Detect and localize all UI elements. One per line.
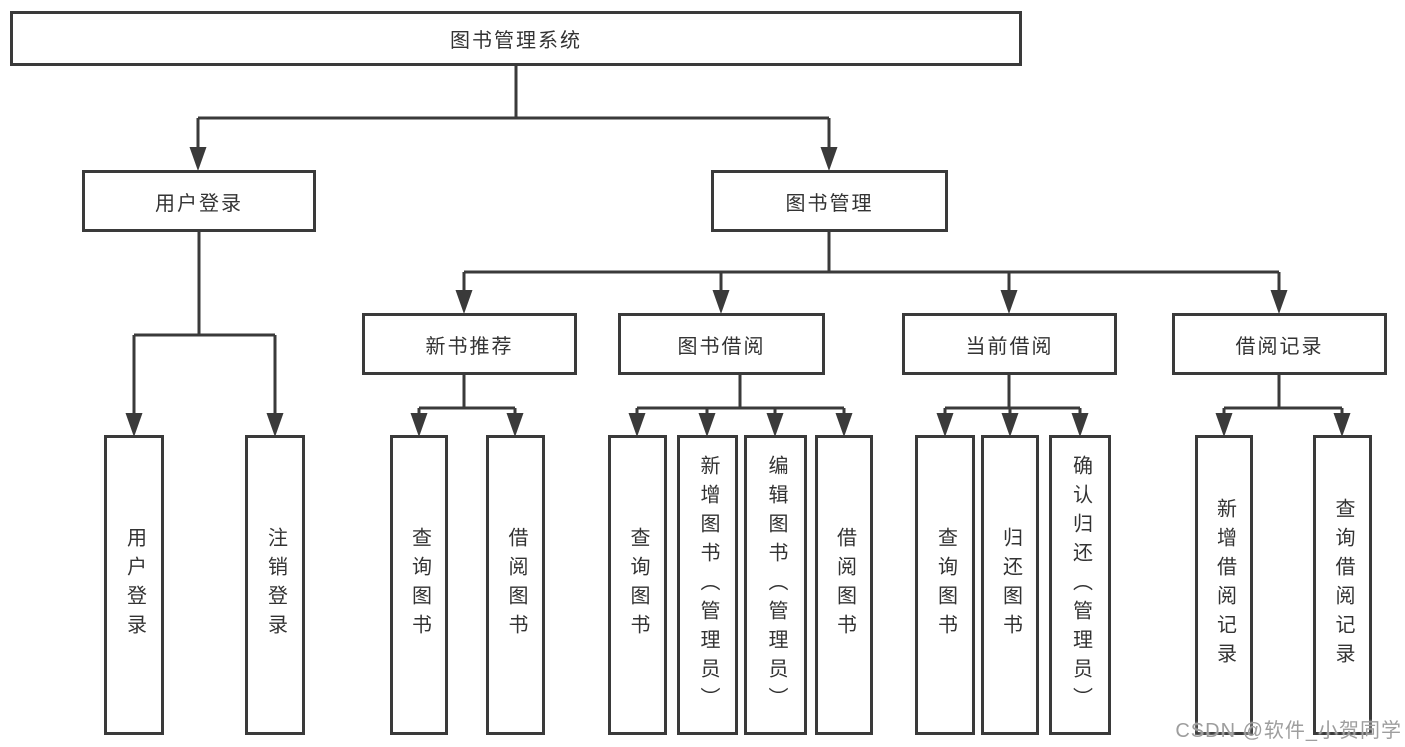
watermark: CSDN @软件_小贺同学 — [1175, 720, 1402, 742]
leaf-add-book-admin: 新增图书（管理员） — [677, 435, 738, 735]
leaf-query-books-current-label: 查询图书 — [934, 527, 957, 643]
node-current-borrowing-label: 当前借阅 — [965, 335, 1054, 358]
leaf-query-books-rec-label: 查询图书 — [408, 527, 431, 643]
leaf-query-borrow-record: 查询借阅记录 — [1313, 435, 1372, 735]
node-book-borrowing-label: 图书借阅 — [677, 335, 766, 358]
leaf-user-login-label: 用户登录 — [123, 527, 146, 643]
leaf-query-books-borrow-label: 查询图书 — [627, 527, 649, 643]
leaf-query-books-borrow: 查询图书 — [608, 435, 667, 735]
node-current-borrowing: 当前借阅 — [902, 313, 1117, 375]
leaf-query-books-current: 查询图书 — [915, 435, 975, 735]
leaf-return-books-label: 归还图书 — [999, 527, 1022, 643]
node-user-login: 用户登录 — [82, 170, 316, 232]
node-book-borrowing: 图书借阅 — [618, 313, 825, 375]
leaf-borrow-books-rec-label: 借阅图书 — [505, 527, 527, 643]
node-new-book-recommend-label: 新书推荐 — [425, 335, 514, 358]
node-borrowing-records-label: 借阅记录 — [1235, 335, 1324, 358]
leaf-return-books: 归还图书 — [981, 435, 1039, 735]
node-library-system: 图书管理系统 — [10, 11, 1022, 66]
node-book-management: 图书管理 — [711, 170, 948, 232]
leaf-query-borrow-record-label: 查询借阅记录 — [1332, 498, 1354, 672]
leaf-borrow-books: 借阅图书 — [815, 435, 873, 735]
leaf-query-books-rec: 查询图书 — [390, 435, 448, 735]
leaf-edit-book-admin-label: 编辑图书（管理员） — [765, 454, 787, 716]
leaf-add-borrow-record-label: 新增借阅记录 — [1213, 498, 1236, 672]
leaf-confirm-return-admin: 确认归还（管理员） — [1049, 435, 1111, 735]
node-library-system-label: 图书管理系统 — [450, 30, 582, 52]
leaf-borrow-books-rec: 借阅图书 — [486, 435, 545, 735]
leaf-logout: 注销登录 — [245, 435, 305, 735]
leaf-user-login: 用户登录 — [104, 435, 164, 735]
leaf-logout-label: 注销登录 — [264, 527, 287, 643]
node-book-management-label: 图书管理 — [785, 192, 874, 215]
leaf-edit-book-admin: 编辑图书（管理员） — [744, 435, 807, 735]
leaf-borrow-books-label: 借阅图书 — [833, 527, 856, 643]
node-new-book-recommend: 新书推荐 — [362, 313, 577, 375]
node-user-login-label: 用户登录 — [155, 192, 243, 215]
leaf-confirm-return-admin-label: 确认归还（管理员） — [1069, 454, 1092, 716]
leaf-add-borrow-record: 新增借阅记录 — [1195, 435, 1253, 735]
node-borrowing-records: 借阅记录 — [1172, 313, 1387, 375]
leaf-add-book-admin-label: 新增图书（管理员） — [697, 454, 719, 716]
